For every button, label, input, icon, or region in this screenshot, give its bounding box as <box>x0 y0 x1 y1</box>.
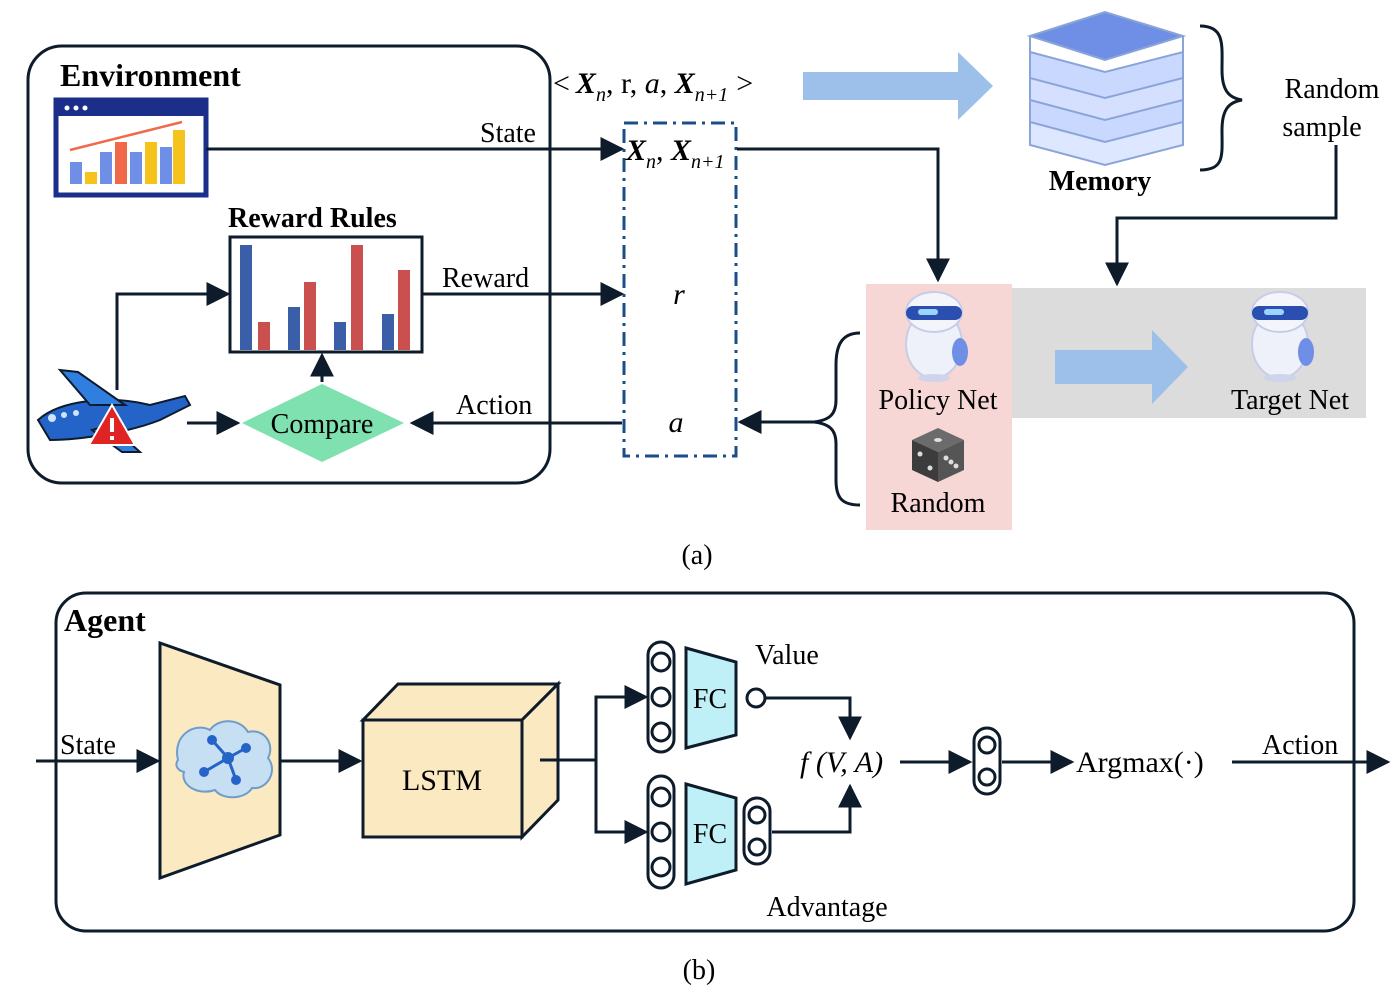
compare-diamond <box>242 384 404 462</box>
reward-rules-title: Reward Rules <box>228 203 397 234</box>
value-output-node <box>745 687 767 709</box>
buffer-state-pair: Xn, Xn+1 <box>625 134 725 173</box>
compare-label: Compare <box>271 409 374 440</box>
environment-box <box>26 44 552 485</box>
random-sample-line1: Random <box>1285 74 1380 105</box>
fc-top-label: FC <box>693 684 727 715</box>
chart-window-icon <box>53 97 209 198</box>
advantage-stream-neurons <box>646 774 676 890</box>
environment-title: Environment <box>60 57 241 93</box>
value-stream-neurons <box>646 640 676 754</box>
policy-net-label: Policy Net <box>879 385 998 416</box>
random-sample-brace <box>1199 24 1243 172</box>
random-sample-line2: sample <box>1282 112 1361 143</box>
copy-weights-arrow <box>1055 330 1188 404</box>
memory-stack-icon <box>1026 10 1187 167</box>
argmax-label: Argmax(·) <box>1076 746 1204 779</box>
target-net-label: Target Net <box>1231 385 1349 416</box>
action-label-a: Action <box>456 390 532 421</box>
lstm-block: LSTM <box>359 680 562 841</box>
robot-icon <box>905 291 968 382</box>
fc-bottom <box>684 782 738 886</box>
airplane-warning-icon <box>36 368 192 453</box>
panel-a: Environment State Reward Rules <box>26 10 1380 571</box>
action-label-b: Action <box>1262 730 1338 761</box>
robot-icon <box>1251 291 1314 382</box>
buffer-reward: r <box>673 278 685 311</box>
lstm-label: LSTM <box>402 764 482 797</box>
advantage-output-neurons <box>742 796 772 866</box>
dice-icon <box>912 428 964 482</box>
q-value-neurons <box>972 726 1002 796</box>
action-select-brace <box>813 331 861 507</box>
fc-bottom-label: FC <box>693 819 727 850</box>
random-label: Random <box>891 488 986 519</box>
memory-label: Memory <box>1049 166 1152 197</box>
caption-b: (b) <box>683 955 716 986</box>
transition-tuple: <Xn, r, a, Xn+1> <box>553 67 753 106</box>
buffer-action: a <box>669 406 684 439</box>
advantage-label: Advantage <box>766 892 887 923</box>
caption-a: (a) <box>681 540 712 571</box>
replay-transition-box <box>622 121 738 458</box>
state-label-b: State <box>60 730 116 761</box>
store-arrow <box>803 52 993 120</box>
fc-top <box>684 646 738 750</box>
aggregation-function: f (V, A) <box>800 746 883 779</box>
reward-label: Reward <box>442 263 529 294</box>
brain-network-icon <box>175 720 273 799</box>
reward-rules-chart <box>228 235 424 354</box>
agent-title: Agent <box>64 602 146 638</box>
panel-b: Agent State LSTM <box>36 591 1391 986</box>
value-label: Value <box>755 640 819 671</box>
state-label-a: State <box>480 118 536 149</box>
